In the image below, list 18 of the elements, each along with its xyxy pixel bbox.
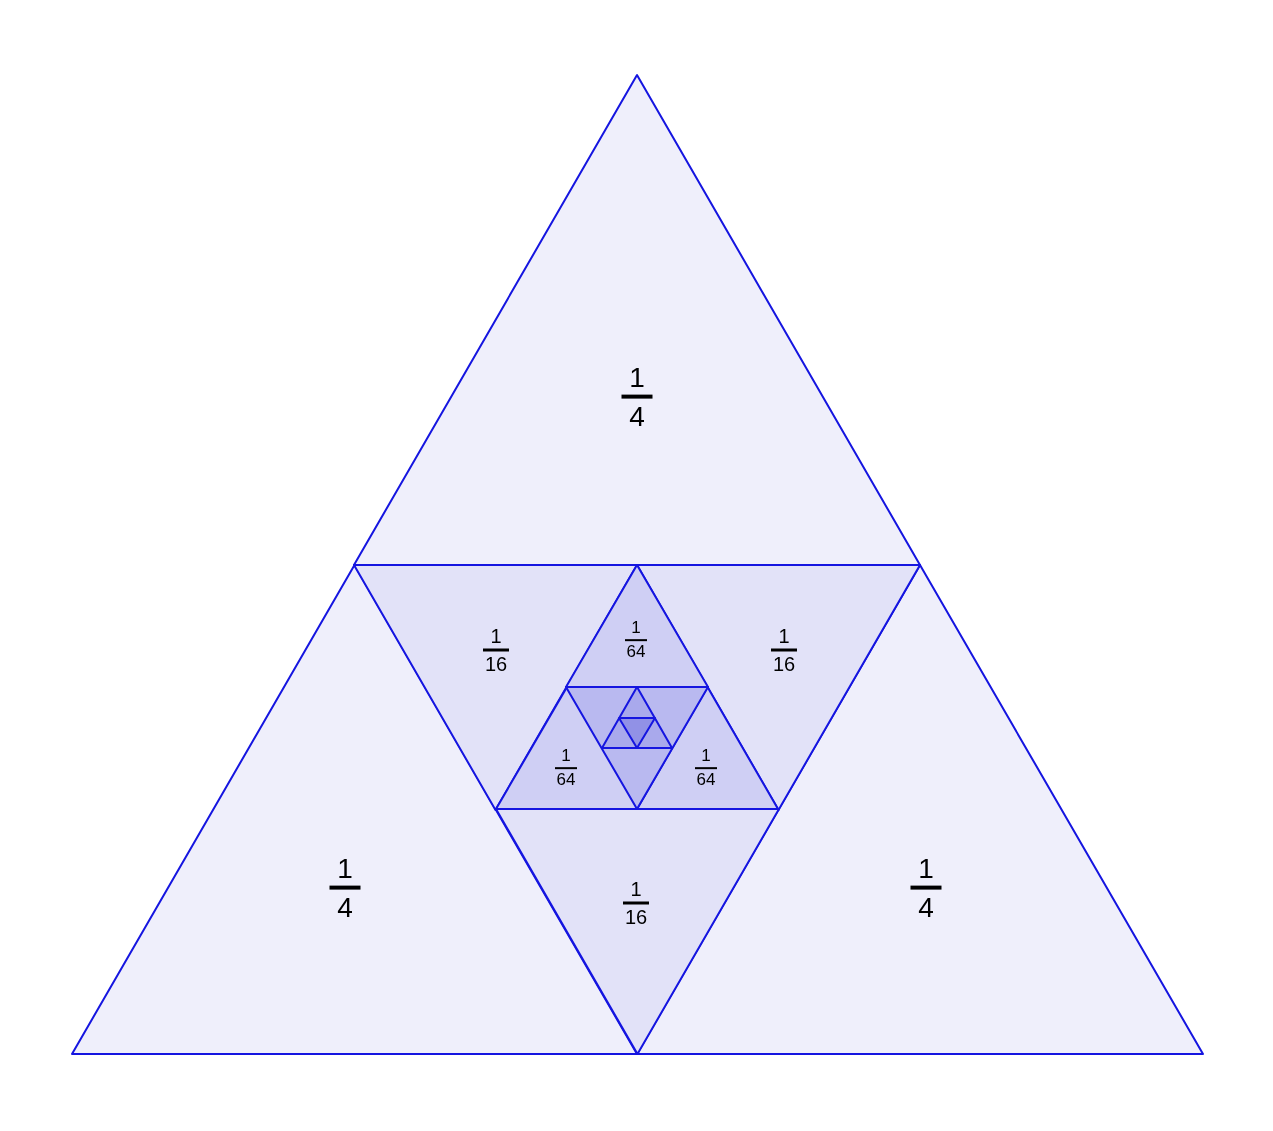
fraction-denominator: 4 bbox=[337, 893, 353, 923]
fraction-numerator: 1 bbox=[561, 747, 571, 765]
fraction-denominator: 16 bbox=[484, 653, 508, 675]
fraction-denominator: 64 bbox=[696, 771, 716, 789]
fraction-denominator: 16 bbox=[772, 653, 796, 675]
fraction-numerator: 1 bbox=[701, 747, 711, 765]
fraction-numerator: 1 bbox=[778, 625, 790, 647]
fraction-denominator: 4 bbox=[629, 402, 645, 432]
fraction-numerator: 1 bbox=[629, 362, 645, 392]
fraction-numerator: 1 bbox=[918, 853, 934, 883]
fraction-numerator: 1 bbox=[490, 625, 502, 647]
fraction-numerator: 1 bbox=[337, 853, 353, 883]
fraction-numerator: 1 bbox=[631, 619, 641, 637]
fraction-denominator: 16 bbox=[624, 906, 648, 928]
fraction-denominator: 64 bbox=[626, 643, 646, 661]
fraction-denominator: 64 bbox=[556, 771, 576, 789]
fraction-numerator: 1 bbox=[630, 878, 642, 900]
fraction-denominator: 4 bbox=[918, 893, 934, 923]
